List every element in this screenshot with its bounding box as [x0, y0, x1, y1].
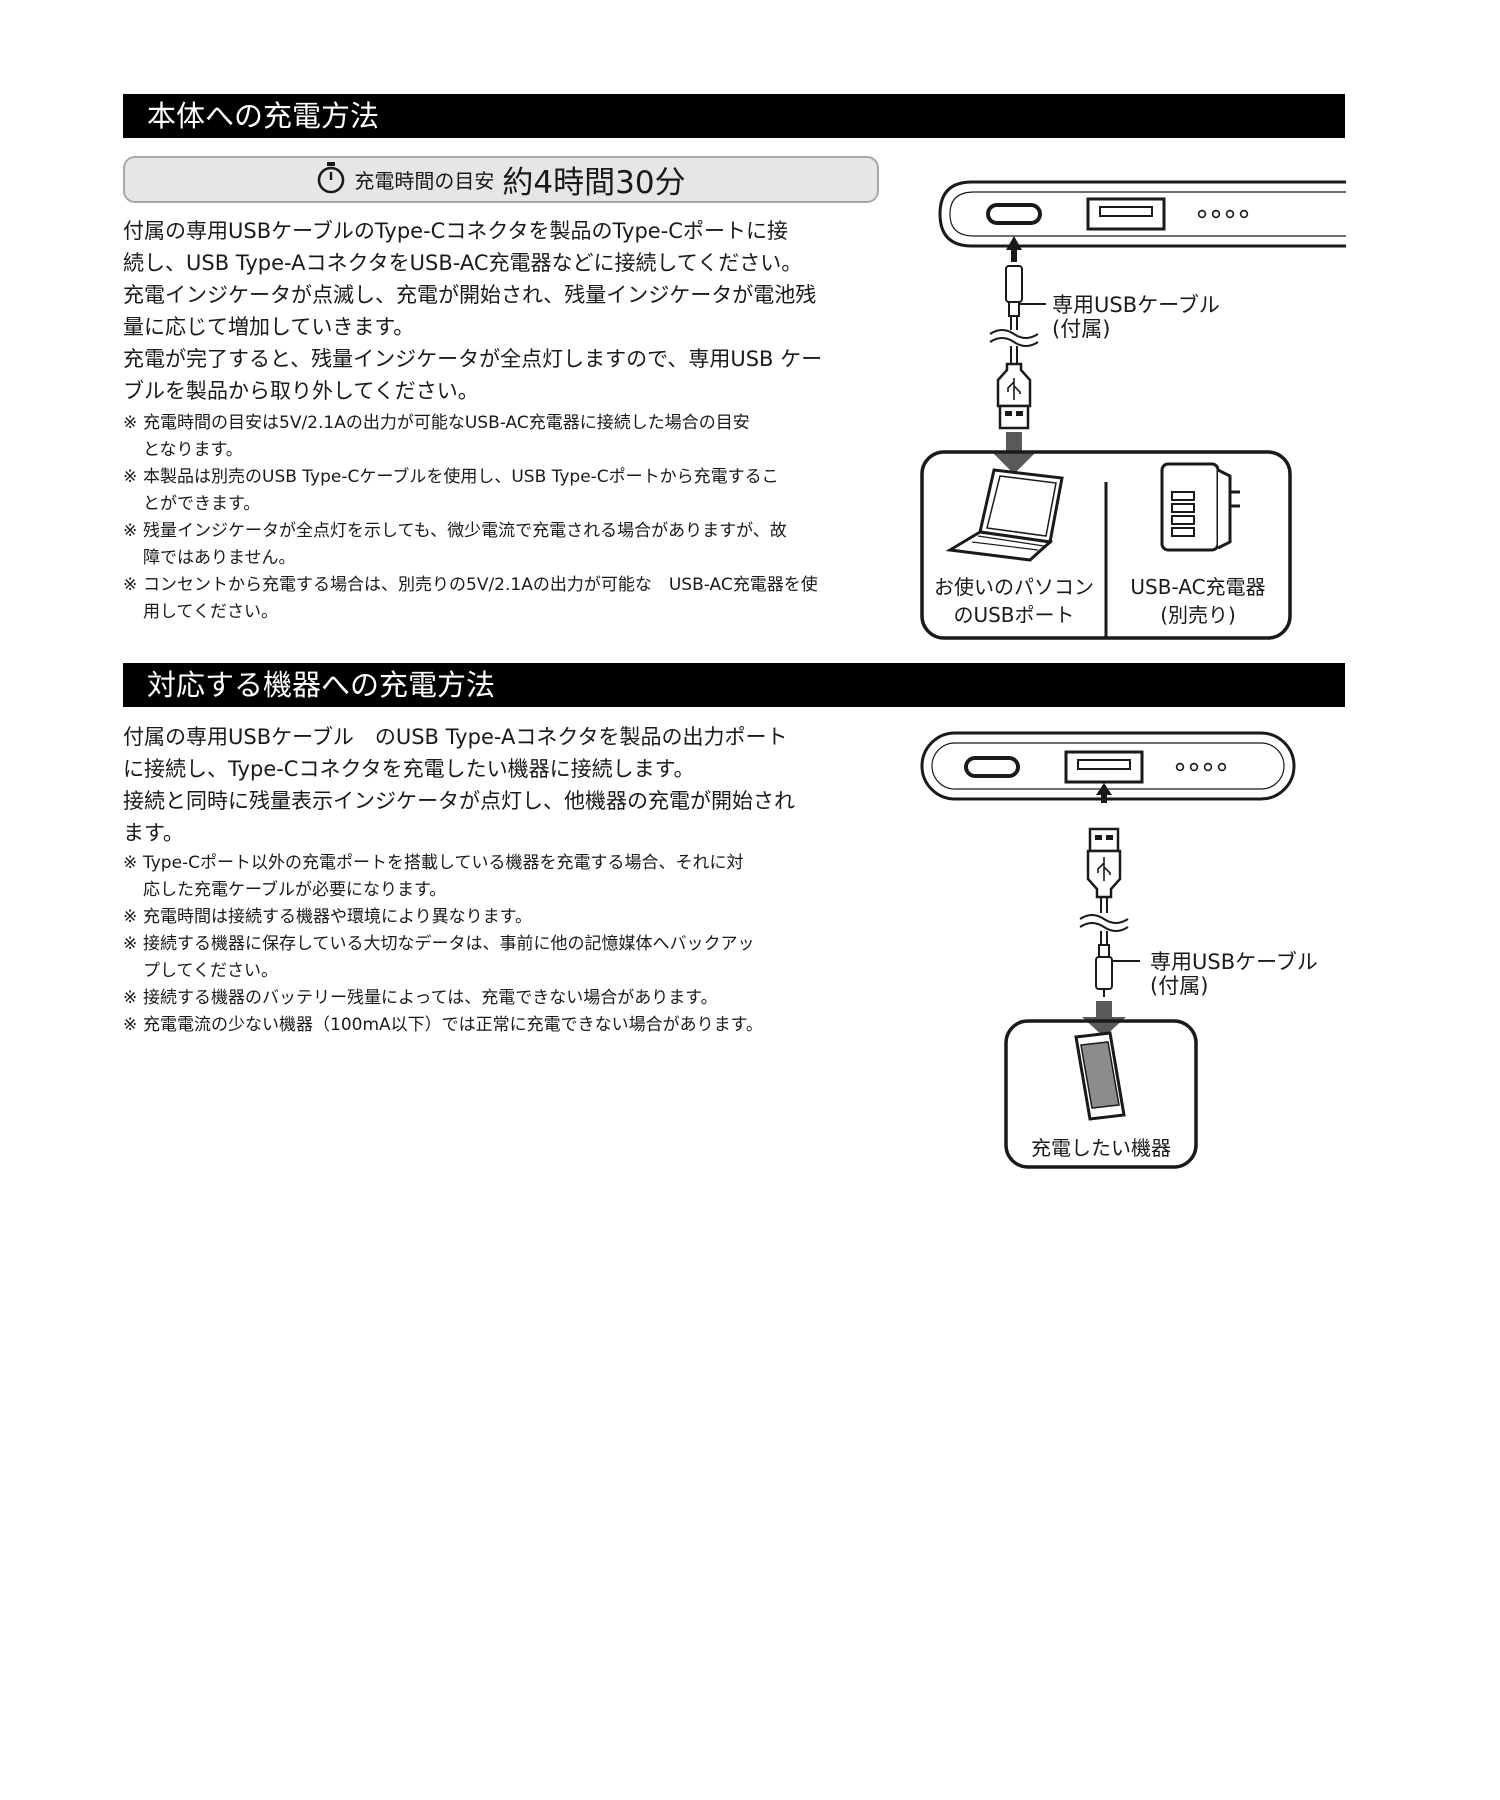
note-item: ※Type-Cポート以外の充電ポートを搭載している機器を充電する場合、それに対 …: [123, 850, 763, 904]
type-c-plug-icon: [1095, 944, 1113, 997]
note-mark: ※: [123, 413, 138, 433]
note-item: ※充電時間は接続する機器や環境により異なります。: [123, 904, 763, 931]
section2-heading: 対応する機器への充電方法: [123, 663, 1345, 707]
note-mark: ※: [123, 934, 138, 954]
paragraph-line: 付属の専用USBケーブル のUSB Type-Aコネクタを製品の出力ポート: [123, 725, 788, 749]
charger-label-line: USB-AC充電器: [1130, 575, 1265, 599]
paragraph-line: に接続し、Type-Cコネクタを充電したい機器に接続します。: [123, 757, 695, 781]
power-bank-illustration: [920, 731, 1296, 801]
section1-notes: ※充電時間の目安は5V/2.1Aの出力が可能なUSB-AC充電器に接続した場合の…: [123, 410, 818, 626]
note-text: 充電時間は接続する機器や環境により異なります。: [143, 907, 532, 927]
power-bank-illustration: [938, 180, 1346, 248]
section2-figure: 専用USBケーブル (付属) 充電したい機器: [920, 731, 1318, 1169]
note-mark: ※: [123, 907, 138, 927]
cable-label-line: 専用USBケーブル: [1052, 293, 1220, 317]
cable-icon: [989, 303, 1046, 364]
note-mark: ※: [123, 467, 138, 487]
note-item: ※残量インジケータが全点灯を示しても、微少電流で充電される場合がありますが、故 …: [123, 518, 818, 572]
charge-time-value: 約4時間30分: [502, 165, 686, 201]
note-text: 接続する機器に保存している大切なデータは、事前に他の記憶媒体へバックアッ プして…: [143, 934, 755, 981]
cable-label-line: (付属): [1150, 974, 1208, 998]
charge-time-label: 充電時間の目安: [354, 169, 495, 193]
note-text: 充電電流の少ない機器（100mA以下）では正常に充電できない場合があります。: [143, 1015, 763, 1035]
note-item: ※充電電流の少ない機器（100mA以下）では正常に充電できない場合があります。: [123, 1012, 763, 1039]
type-c-plug-icon: [1005, 265, 1023, 317]
paragraph-line: 充電が完了すると、残量インジケータが全点灯しますので、専用USB ケー: [123, 347, 823, 371]
section2-notes: ※Type-Cポート以外の充電ポートを搭載している機器を充電する場合、それに対 …: [123, 850, 763, 1039]
stopwatch-icon: [316, 161, 346, 198]
usb-a-plug-icon: [996, 362, 1032, 430]
note-text: 本製品は別売のUSB Type-Cケーブルを使用し、USB Type-Cポートか…: [143, 467, 779, 514]
note-text: 接続する機器のバッテリー残量によっては、充電できない場合があります。: [143, 988, 718, 1008]
charge-time-banner: 充電時間の目安 約4時間30分: [123, 156, 879, 203]
paragraph-line: ます。: [123, 821, 184, 845]
smartphone-icon: [1074, 1031, 1126, 1121]
section1-figure: 専用USBケーブル (付属) お使いのパソコン のUSBポート USB-AC充電…: [920, 180, 1346, 640]
ac-charger-icon: [1160, 462, 1240, 552]
note-text: 充電時間の目安は5V/2.1Aの出力が可能なUSB-AC充電器に接続した場合の目…: [143, 413, 750, 460]
paragraph-line: 付属の専用USBケーブルのType-Cコネクタを製品のType-Cポートに接: [123, 219, 788, 243]
note-text: 残量インジケータが全点灯を示しても、微少電流で充電される場合がありますが、故 障…: [143, 521, 787, 568]
usb-a-plug-icon: [1086, 827, 1122, 899]
note-item: ※接続する機器のバッテリー残量によっては、充電できない場合があります。: [123, 985, 763, 1012]
laptop-icon: [945, 468, 1064, 562]
section2-paragraph: 付属の専用USBケーブル のUSB Type-Aコネクタを製品の出力ポート に接…: [123, 721, 795, 849]
down-arrow-icon: [1082, 1001, 1126, 1037]
pc-label-line: のUSBポート: [953, 603, 1074, 627]
paragraph-line: 量に応じて増加していきます。: [123, 315, 415, 339]
note-item: ※充電時間の目安は5V/2.1Aの出力が可能なUSB-AC充電器に接続した場合の…: [123, 410, 818, 464]
cable-icon: [1079, 897, 1140, 962]
paragraph-line: 充電インジケータが点滅し、充電が開始され、残量インジケータが電池残: [123, 283, 817, 307]
paragraph-line: 続し、USB Type-AコネクタをUSB-AC充電器などに接続してください。: [123, 251, 803, 275]
note-mark: ※: [123, 1015, 138, 1035]
note-item: ※コンセントから充電する場合は、別売りの5V/2.1Aの出力が可能な USB-A…: [123, 572, 818, 626]
paragraph-line: ブルを製品から取り外してください。: [123, 379, 479, 403]
cable-label-line: 専用USBケーブル: [1150, 950, 1318, 974]
paragraph-line: 接続と同時に残量表示インジケータが点灯し、他機器の充電が開始され: [123, 789, 795, 813]
note-item: ※接続する機器に保存している大切なデータは、事前に他の記憶媒体へバックアッ プし…: [123, 931, 763, 985]
cable-label-line: (付属): [1052, 317, 1110, 341]
note-mark: ※: [123, 988, 138, 1008]
pc-label-line: お使いのパソコン: [934, 575, 1094, 599]
note-mark: ※: [123, 575, 138, 595]
section1-paragraph: 付属の専用USBケーブルのType-Cコネクタを製品のType-Cポートに接 続…: [123, 215, 822, 407]
section1-heading: 本体への充電方法: [123, 94, 1345, 138]
note-mark: ※: [123, 853, 138, 873]
note-text: Type-Cポート以外の充電ポートを搭載している機器を充電する場合、それに対 応…: [143, 853, 744, 900]
note-text: コンセントから充電する場合は、別売りの5V/2.1Aの出力が可能な USB-AC…: [143, 575, 818, 622]
charger-label-line: (別売り): [1160, 603, 1236, 627]
note-item: ※本製品は別売のUSB Type-Cケーブルを使用し、USB Type-Cポート…: [123, 464, 818, 518]
device-label: 充電したい機器: [1031, 1136, 1171, 1160]
note-mark: ※: [123, 521, 138, 541]
